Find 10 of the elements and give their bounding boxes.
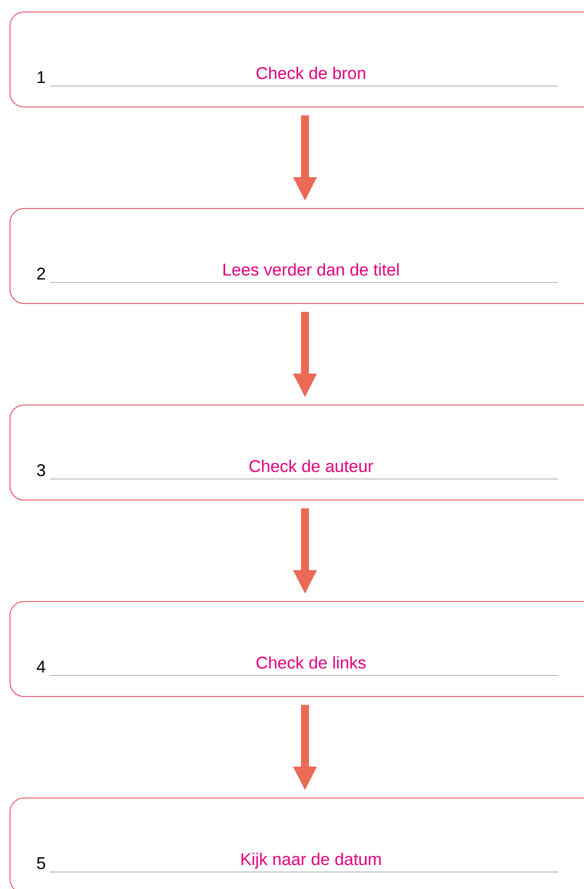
step-label: Kijk naar de datum [242,852,381,869]
step-label: Check de bron [256,66,366,80]
step-label: Lees verder dan de titel [224,263,399,276]
step-number: 2 [37,268,45,280]
step-number: 5 [37,857,46,870]
step-number: 4 [36,660,46,672]
step-label: Check de auteur [250,460,374,472]
step-number: 3 [37,464,46,476]
step-label: Check de links [256,656,366,669]
step-number: 1 [38,71,45,83]
